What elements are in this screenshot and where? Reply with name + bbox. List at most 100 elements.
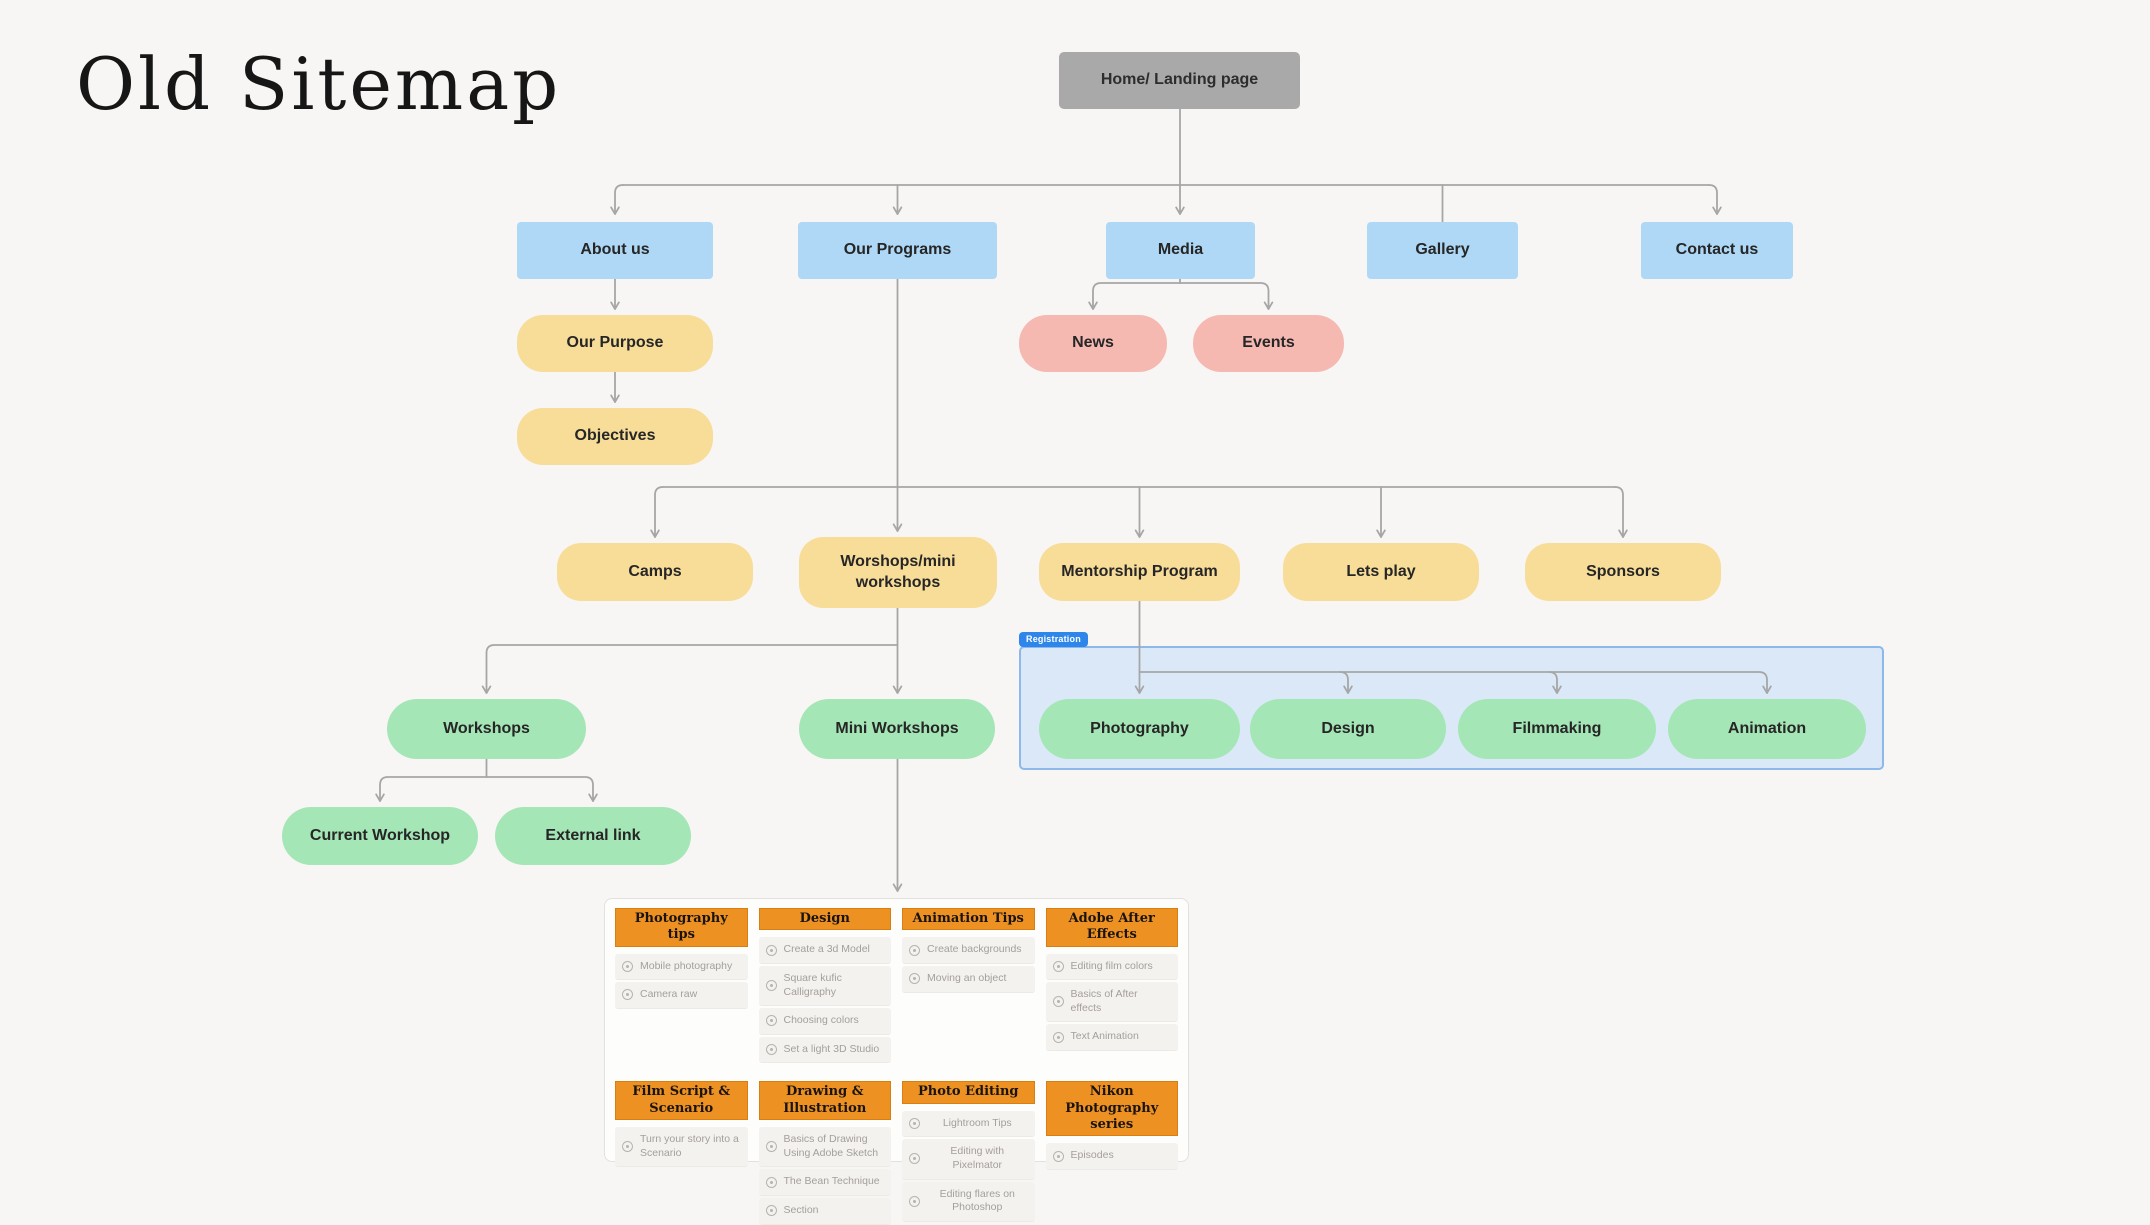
node-label: Animation — [1727, 719, 1807, 737]
card-item-label: Turn your story into a Scenario — [640, 1132, 739, 1159]
node-news[interactable]: News — [1019, 315, 1167, 372]
card-item[interactable]: Square kufic Calligraphy — [758, 965, 891, 1007]
node-label: Filmmaking — [1512, 719, 1602, 737]
card-section-header[interactable]: Design — [758, 908, 891, 931]
node-label: Our Programs — [843, 241, 952, 259]
card-item-label: Mobile photography — [640, 959, 733, 972]
card-section-header[interactable]: Animation Tips — [902, 908, 1035, 931]
node-design[interactable]: Design — [1250, 699, 1446, 759]
node-label: News — [1072, 334, 1114, 352]
circle-dot-icon — [1052, 996, 1064, 1008]
card-item[interactable]: Section — [758, 1197, 891, 1225]
node-label: Events — [1242, 334, 1295, 352]
node-objectives[interactable]: Objectives — [517, 408, 713, 465]
node-label: Camps — [628, 562, 682, 580]
card-item-label: Moving an object — [927, 971, 1007, 984]
card-item[interactable]: Set a light 3D Studio — [758, 1036, 891, 1064]
node-our-purpose[interactable]: Our Purpose — [517, 315, 713, 372]
card-item-label: Create backgrounds — [927, 943, 1022, 956]
circle-dot-icon — [765, 1015, 777, 1027]
card-item-label: Create a 3d Model — [783, 943, 870, 956]
node-label: Gallery — [1415, 241, 1470, 259]
card-item[interactable]: Episodes — [1045, 1143, 1178, 1170]
circle-dot-icon — [909, 944, 920, 956]
card-item[interactable]: Editing film colors — [1045, 953, 1178, 981]
card-item-label: Lightroom Tips — [942, 1116, 1012, 1129]
card-item-label: Camera raw — [640, 988, 698, 1001]
node-label: Lets play — [1346, 562, 1416, 580]
node-worshops-mini-workshops[interactable]: Worshops/mini workshops — [799, 537, 997, 608]
node-mini-workshops[interactable]: Mini Workshops — [799, 699, 995, 759]
card-item-label: Section — [783, 1203, 819, 1216]
node-label: Mini Workshops — [835, 719, 959, 737]
node-lets-play[interactable]: Lets play — [1283, 543, 1479, 601]
circle-dot-icon — [765, 1176, 777, 1188]
card-section-header[interactable]: Nikon Photography series — [1045, 1081, 1178, 1137]
card-item[interactable]: Turn your story into a Scenario — [615, 1126, 748, 1168]
card-item[interactable]: Create backgrounds — [902, 937, 1035, 964]
circle-dot-icon — [622, 960, 633, 972]
node-label: Sponsors — [1586, 562, 1660, 580]
card-section-list: Episodes — [1045, 1143, 1178, 1170]
node-mentorship-program[interactable]: Mentorship Program — [1039, 543, 1240, 601]
circle-dot-icon — [622, 1141, 633, 1153]
card-item[interactable]: Camera raw — [615, 982, 748, 1009]
node-label: Design — [1321, 719, 1375, 737]
circle-dot-icon — [909, 1153, 920, 1165]
card-item[interactable]: Editing with Pixelmator — [902, 1139, 1035, 1180]
node-our-programs[interactable]: Our Programs — [798, 222, 997, 279]
node-label: About us — [580, 241, 650, 259]
circle-dot-icon — [765, 1205, 777, 1217]
card-item-label: Editing film colors — [1070, 959, 1153, 972]
card-item[interactable]: Choosing colors — [758, 1008, 891, 1035]
card-section-header[interactable]: Photography tips — [615, 908, 748, 947]
node-gallery[interactable]: Gallery — [1367, 222, 1518, 279]
node-label: Contact us — [1675, 241, 1759, 259]
circle-dot-icon — [1052, 1031, 1064, 1043]
node-contact-us[interactable]: Contact us — [1641, 222, 1793, 279]
node-sponsors[interactable]: Sponsors — [1525, 543, 1721, 601]
card-item[interactable]: Create a 3d Model — [758, 937, 891, 964]
card-section-header[interactable]: Film Script & Scenario — [615, 1081, 748, 1120]
card-item[interactable]: The Bean Technique — [758, 1169, 891, 1196]
node-external-link[interactable]: External link — [495, 807, 691, 865]
registration-badge[interactable]: Registration — [1019, 632, 1088, 647]
node-media[interactable]: Media — [1106, 222, 1255, 279]
card-item[interactable]: Editing flares on Photoshop — [902, 1181, 1035, 1222]
card-section-header[interactable]: Photo Editing — [902, 1081, 1035, 1104]
card-item-label: The Bean Technique — [783, 1175, 880, 1188]
card-item[interactable]: Moving an object — [902, 965, 1035, 993]
card-item[interactable]: Basics of After effects — [1045, 982, 1178, 1023]
node-filmmaking[interactable]: Filmmaking — [1458, 699, 1656, 759]
node-animation[interactable]: Animation — [1668, 699, 1866, 759]
card-section-header[interactable]: Drawing & Illustration — [758, 1081, 891, 1120]
node-events[interactable]: Events — [1193, 315, 1344, 372]
node-label: Mentorship Program — [1061, 562, 1218, 580]
card-item-label: Episodes — [1070, 1149, 1114, 1162]
node-label: Our Purpose — [566, 334, 664, 352]
card-item[interactable]: Lightroom Tips — [902, 1110, 1035, 1138]
card-item[interactable]: Text Animation — [1045, 1024, 1178, 1052]
node-label: Home/ Landing page — [1100, 71, 1259, 89]
card-item[interactable]: Basics of Drawing Using Adobe Sketch — [758, 1126, 891, 1168]
card-section-header[interactable]: Adobe After Effects — [1045, 908, 1178, 947]
page-title: Old Sitemap — [76, 42, 562, 126]
node-home-landing-page[interactable]: Home/ Landing page — [1059, 52, 1300, 109]
node-camps[interactable]: Camps — [557, 543, 753, 601]
node-about-us[interactable]: About us — [517, 222, 713, 279]
node-photography[interactable]: Photography — [1039, 699, 1240, 759]
node-current-workshop[interactable]: Current Workshop — [282, 807, 478, 865]
node-workshops[interactable]: Workshops — [387, 699, 586, 759]
card-item[interactable]: Mobile photography — [615, 953, 748, 981]
